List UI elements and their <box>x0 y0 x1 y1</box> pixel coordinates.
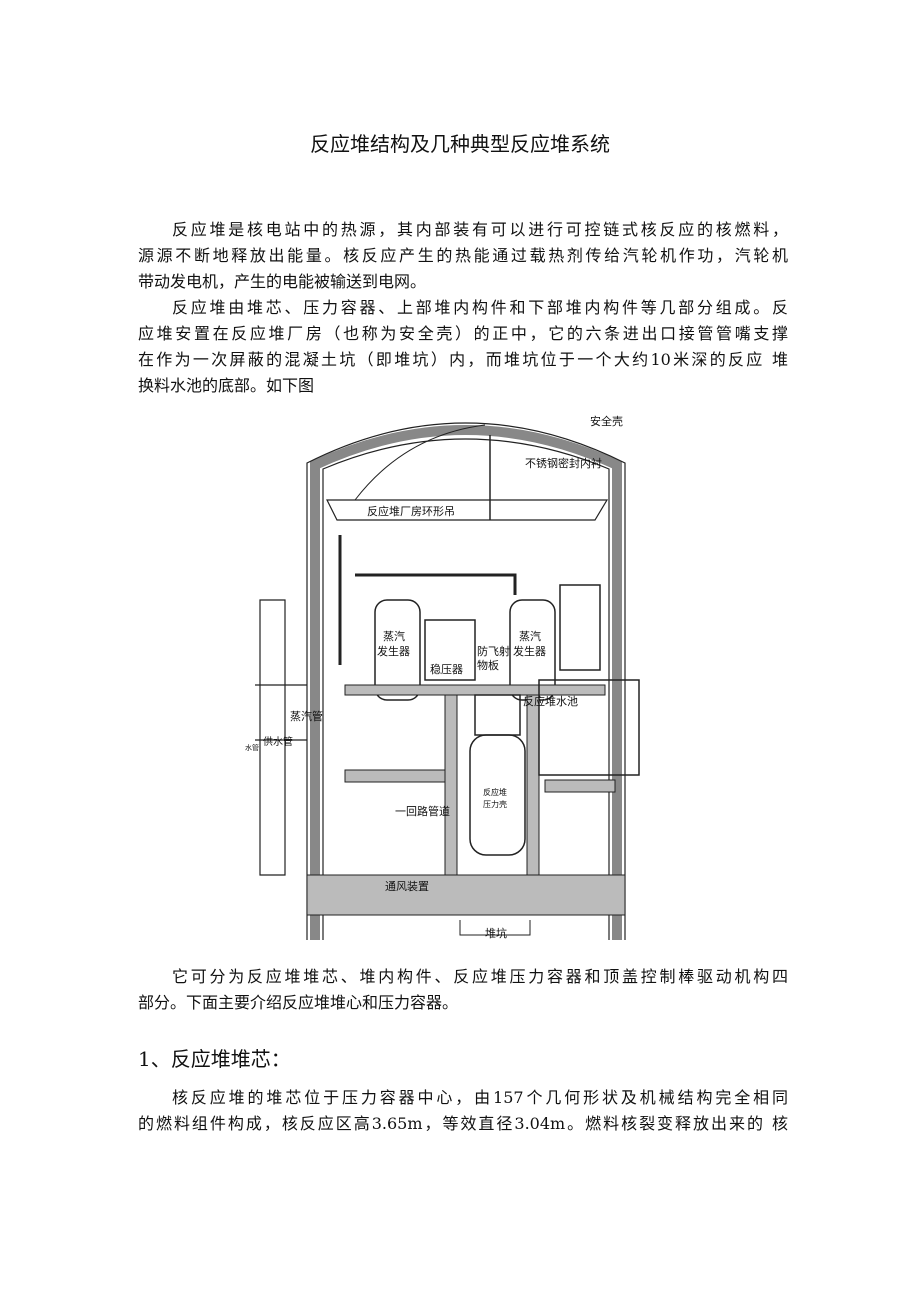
text-line: 换料水池的底部。如下图 <box>138 376 315 395</box>
reactor-pool <box>538 679 640 776</box>
label-ventilation: 通风装置 <box>385 880 429 893</box>
label-containment: 安全壳 <box>590 414 623 428</box>
text-line: 反应堆由堆芯、压力容器、上部堆内构件和下部堆内构件等几部分组成。反 <box>172 298 788 317</box>
text-line: 它可分为反应堆堆芯、堆内构件、反应堆压力容器和顶盖控制棒驱动机构四 <box>172 967 788 986</box>
polar-crane <box>326 499 609 521</box>
text-line: 的燃料组件构成，核反应区高3.65m，等效直径3.04m。燃料核裂变释放出来的 … <box>138 1114 788 1133</box>
text-line: 部分。下面主要介绍反应堆堆心和压力容器。 <box>138 993 459 1012</box>
label-sg-right: 发生器 <box>513 644 546 658</box>
text-line: 在作为一次屏蔽的混凝土坑（即堆坑）内，而堆坑位于一个大约10米深的反应 堆 <box>138 350 788 369</box>
label-sg-right: 蒸汽 <box>519 629 541 643</box>
text-line: 应堆安置在反应堆厂房（也称为安全壳）的正中，它的六条进出口接管管嘴支撑 <box>138 324 788 343</box>
label-missile-shield: 防飞射 <box>477 644 510 658</box>
label-pressurizer: 稳压器 <box>430 662 463 676</box>
label-steam-pipe: 蒸汽管 <box>290 709 323 723</box>
label-sg-left: 发生器 <box>377 644 410 658</box>
page-title: 反应堆结构及几种典型反应堆系统 <box>310 132 610 156</box>
label-vessel: 反应堆 <box>483 787 507 797</box>
text-line: 核反应堆的堆芯位于压力容器中心，由157个几何形状及机械结构完全相同 <box>172 1088 788 1107</box>
label-vessel: 压力壳 <box>483 799 507 809</box>
steam-generator-left <box>374 599 421 701</box>
label-missile-shield: 物板 <box>477 658 499 672</box>
label-primary-loop: 一回路管道 <box>395 804 450 818</box>
reactor-building-diagram: 安全壳 不锈钢密封内衬 反应堆厂房环形吊 蒸汽 发生器 蒸汽 发生器 稳压器 防… <box>245 414 640 940</box>
pressurizer <box>424 619 476 681</box>
text-line: 源源不断地释放出能量。核反应产生的热能通过载热剂传给汽轮机作功，汽轮机 <box>138 246 788 265</box>
label-water-pipe: 水管 <box>245 743 259 752</box>
text-line: 带动发电机，产生的电能被输送到电网。 <box>138 272 427 291</box>
section-heading: 1、反应堆堆芯： <box>138 1047 291 1071</box>
label-liner: 不锈钢密封内衬 <box>525 456 602 470</box>
label-pool: 反应堆水池 <box>523 694 578 708</box>
label-crane: 反应堆厂房环形吊 <box>367 504 455 518</box>
label-feed-pipe: 供水管 <box>263 735 293 748</box>
containment-shell <box>310 425 622 940</box>
label-sg-left: 蒸汽 <box>383 629 405 643</box>
text-line: 反应堆是核电站中的热源，其内部装有可以进行可控链式核反应的核燃料， <box>172 220 788 239</box>
label-pit: 堆坑 <box>485 926 507 940</box>
